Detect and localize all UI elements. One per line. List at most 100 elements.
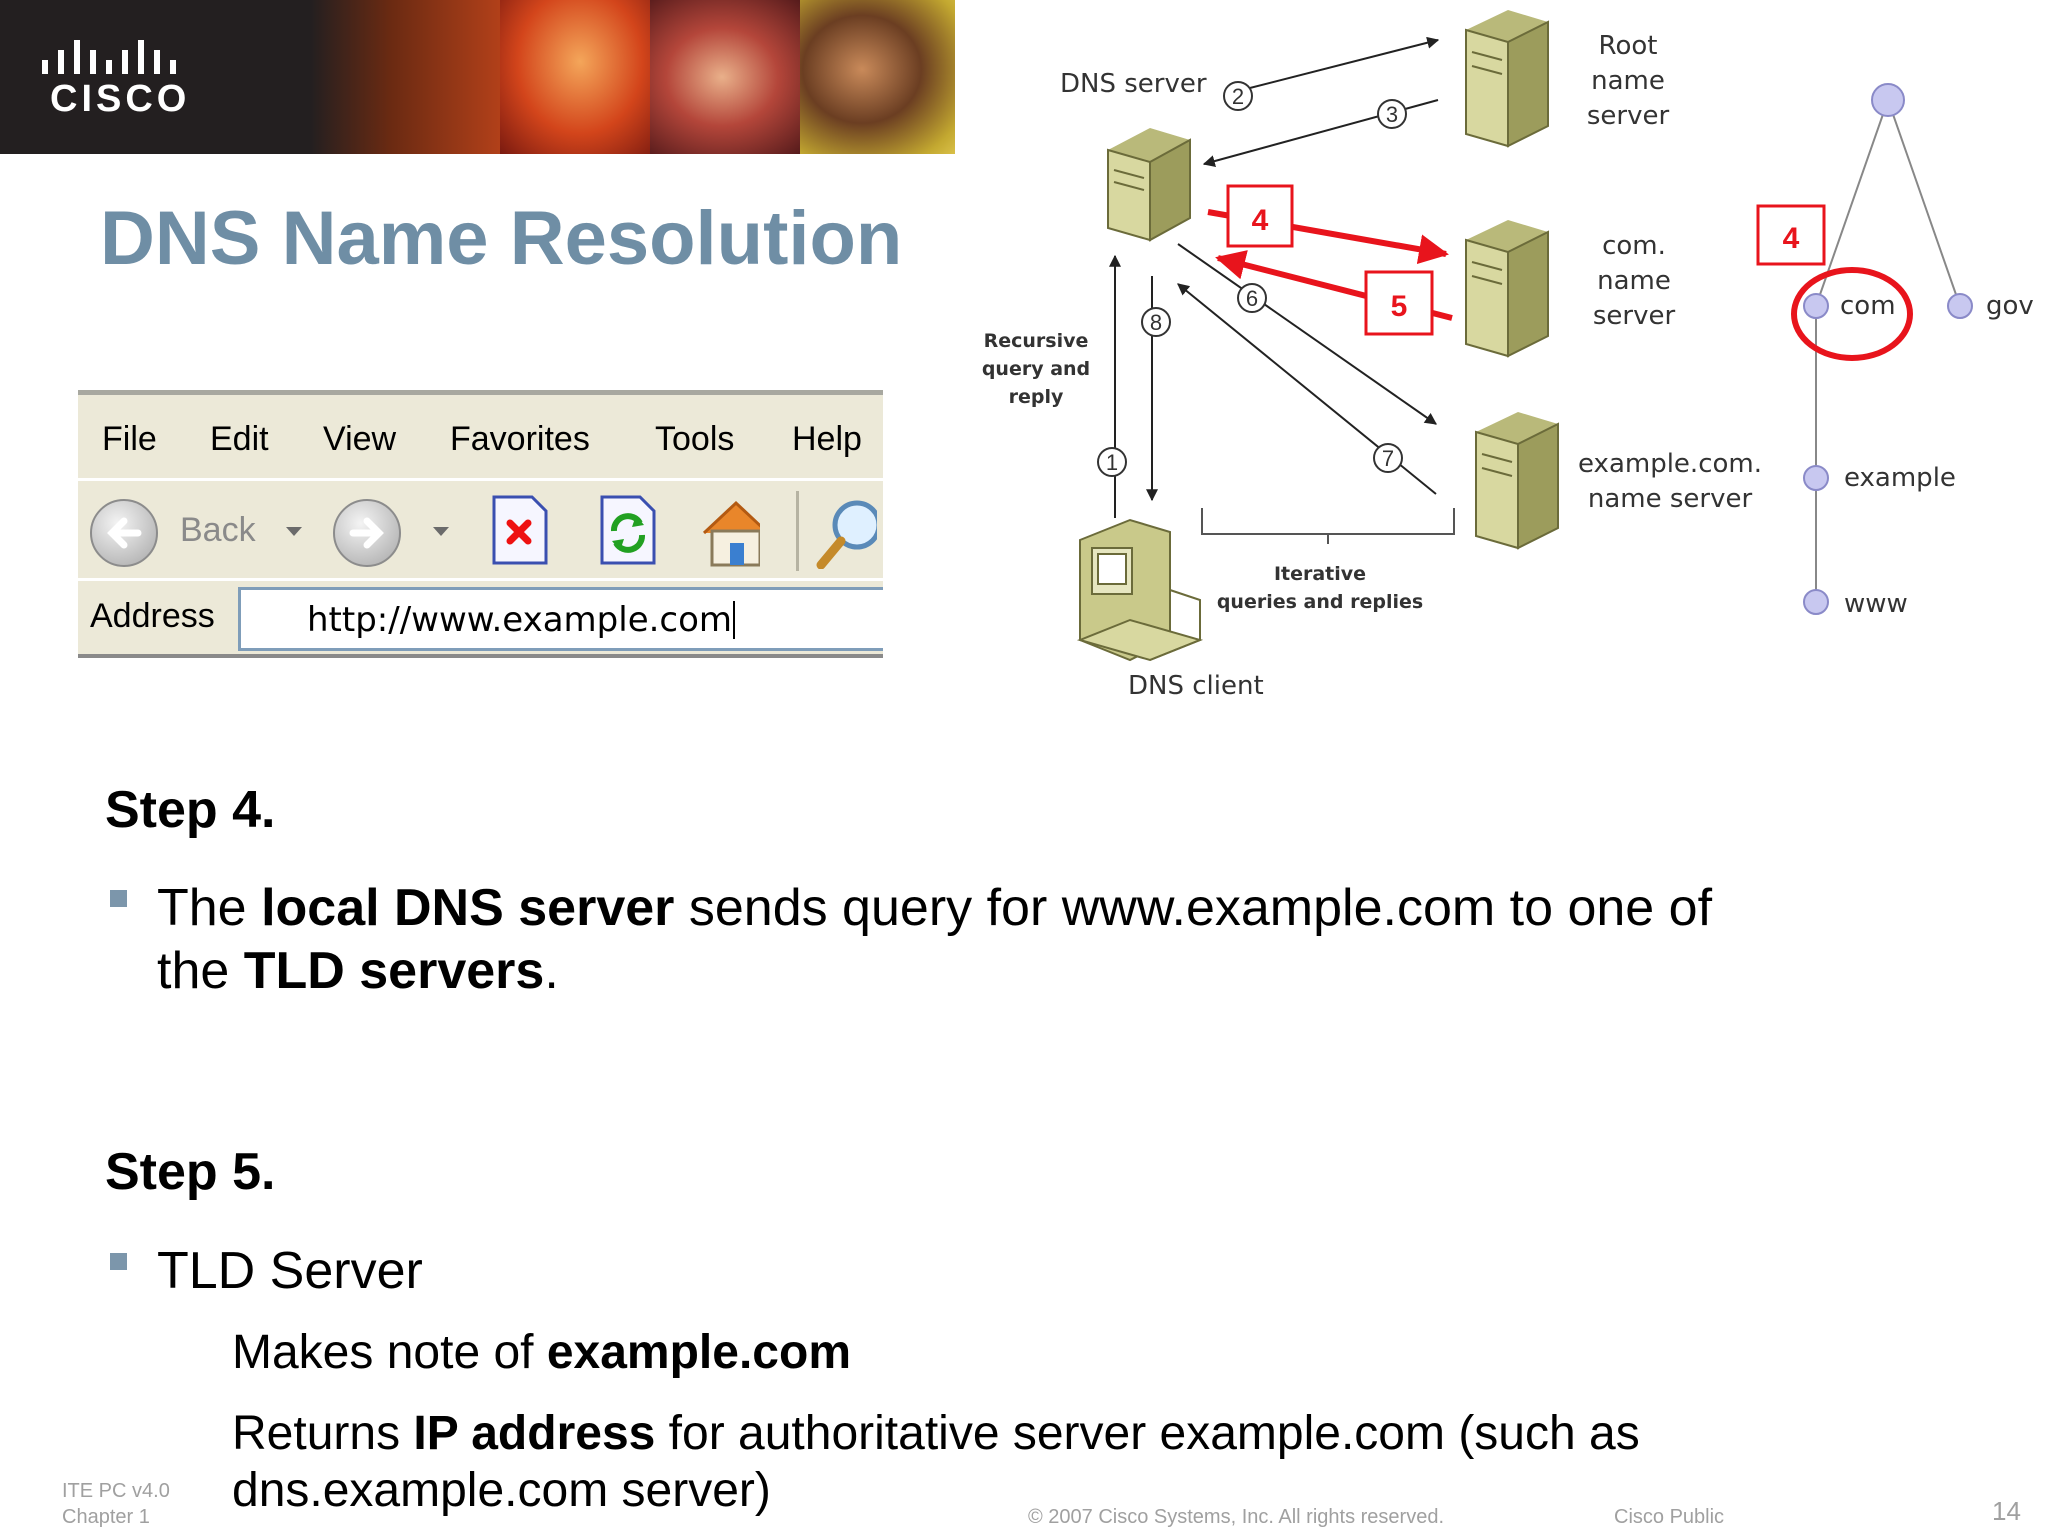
header-banner: CISCO	[0, 0, 955, 154]
com-server-label: com. name server	[1593, 231, 1676, 331]
svg-text:query and: query and	[982, 358, 1090, 380]
dns-server-label: DNS server	[1060, 69, 1207, 99]
svg-text:Root: Root	[1599, 31, 1658, 61]
address-value: http://www.example.com	[307, 600, 733, 640]
dns-server-icon	[1107, 128, 1191, 242]
recursive-label: Recursive query and reply	[982, 330, 1090, 408]
svg-text:4: 4	[1783, 222, 1800, 255]
tree-node-www	[1803, 589, 1829, 615]
tree-label-gov: gov	[1986, 291, 2034, 321]
back-button[interactable]	[90, 499, 158, 567]
iterative-label: Iterative queries and replies	[1217, 563, 1423, 613]
example-server-label: example.com. name server	[1578, 449, 1762, 514]
footer-chapter: Chapter 1	[62, 1506, 150, 1528]
svg-text:8: 8	[1150, 310, 1162, 335]
menu-item-favorites[interactable]: Favorites	[450, 420, 590, 458]
step5-line2: Returns IP address for authoritative ser…	[232, 1407, 1640, 1517]
address-bar: Address http://www.example.com	[78, 578, 883, 658]
svg-text:2: 2	[1232, 84, 1244, 109]
svg-text:server: server	[1587, 101, 1670, 131]
svg-text:4: 4	[1252, 204, 1269, 237]
refresh-icon[interactable]	[596, 491, 660, 569]
banner-photo	[650, 0, 810, 154]
svg-text:5: 5	[1391, 290, 1408, 323]
dns-client-label: DNS client	[1128, 671, 1264, 701]
address-label: Address	[90, 597, 215, 635]
svg-text:Recursive: Recursive	[984, 330, 1089, 352]
cisco-logo: CISCO	[40, 38, 190, 123]
step5-bullet: TLD Server	[157, 1242, 423, 1300]
bullet-marker	[110, 890, 127, 907]
svg-text:3: 3	[1386, 102, 1398, 127]
home-icon[interactable]	[696, 491, 760, 569]
step5-label-box: 5	[1364, 270, 1434, 336]
toolbar-separator	[796, 491, 799, 571]
back-label: Back	[180, 511, 256, 549]
circled-number-3: 3	[1377, 99, 1407, 129]
cisco-bars-icon	[42, 40, 176, 74]
svg-text:name: name	[1597, 266, 1671, 296]
svg-text:7: 7	[1382, 446, 1394, 471]
svg-text:server: server	[1593, 301, 1676, 331]
root-server-icon	[1465, 10, 1549, 148]
svg-text:6: 6	[1246, 286, 1258, 311]
stop-icon[interactable]	[488, 491, 552, 569]
circled-number-2: 2	[1223, 81, 1253, 111]
example-server-icon	[1475, 412, 1559, 550]
back-dropdown-icon[interactable]	[286, 527, 302, 536]
menu-item-file[interactable]: File	[102, 420, 157, 458]
iterative-bracket	[1201, 508, 1455, 544]
root-server-label: Root name server	[1587, 31, 1670, 131]
dns-resolution-diagram: 2 3 6 8 1 7 4 5 4 DNS server DNS client …	[982, 10, 2034, 701]
tree-edge	[1887, 99, 1961, 307]
circled-number-1: 1	[1097, 447, 1127, 477]
forward-dropdown-icon[interactable]	[433, 527, 449, 536]
svg-text:reply: reply	[1009, 386, 1064, 408]
step4-text: The local DNS server sends query for www…	[157, 879, 1713, 1000]
svg-text:name: name	[1591, 66, 1665, 96]
browser-toolbar-image: File Edit View Favorites Tools Help Back	[78, 390, 883, 665]
search-icon[interactable]	[813, 491, 877, 569]
footer-classification: Cisco Public	[1614, 1506, 1725, 1528]
menu-item-view[interactable]: View	[323, 420, 397, 458]
svg-text:1: 1	[1106, 450, 1118, 475]
step5-line1: Makes note of example.com	[232, 1326, 851, 1379]
arrow-query-root	[1241, 36, 1440, 91]
svg-text:example.com.: example.com.	[1578, 449, 1762, 479]
bullet-marker	[110, 1253, 127, 1270]
menu-bar: File Edit View Favorites Tools Help	[78, 390, 883, 478]
text-caret	[733, 601, 736, 639]
forward-button[interactable]	[333, 499, 401, 567]
tree-node-com	[1803, 293, 1829, 319]
com-highlight-circle	[1791, 267, 1913, 361]
menu-item-tools[interactable]: Tools	[655, 420, 735, 458]
page-title: DNS Name Resolution	[100, 196, 903, 281]
tree-node-example	[1803, 465, 1829, 491]
tree-node-gov	[1947, 293, 1973, 319]
tree-node-root	[1871, 83, 1905, 117]
circled-number-7: 7	[1373, 443, 1403, 473]
forward-arrow-icon	[349, 517, 384, 549]
svg-text:com.: com.	[1602, 231, 1666, 261]
cisco-logo-text: CISCO	[50, 78, 191, 120]
back-arrow-icon	[107, 517, 142, 549]
tree-label-com: com	[1840, 291, 1896, 321]
svg-text:Iterative: Iterative	[1274, 563, 1366, 585]
tree-label-www: www	[1844, 589, 1908, 619]
banner-photo	[310, 0, 510, 154]
tree-label-example: example	[1844, 463, 1956, 493]
footer-copyright: © 2007 Cisco Systems, Inc. All rights re…	[1028, 1506, 1445, 1528]
page-number: 14	[1992, 1496, 2021, 1526]
circled-number-8: 8	[1141, 307, 1171, 337]
footer-version: ITE PC v4.0	[62, 1480, 170, 1502]
com-server-icon	[1465, 220, 1549, 358]
address-input[interactable]: http://www.example.com	[238, 587, 883, 651]
browser-toolbar: Back	[78, 478, 883, 578]
svg-text:queries and replies: queries and replies	[1217, 591, 1423, 613]
step5-heading: Step 5.	[105, 1143, 276, 1201]
step4-heading: Step 4.	[105, 781, 276, 839]
banner-photo	[500, 0, 660, 154]
svg-text:name server: name server	[1588, 484, 1753, 514]
menu-item-edit[interactable]: Edit	[210, 420, 269, 458]
menu-item-help[interactable]: Help	[792, 420, 862, 458]
